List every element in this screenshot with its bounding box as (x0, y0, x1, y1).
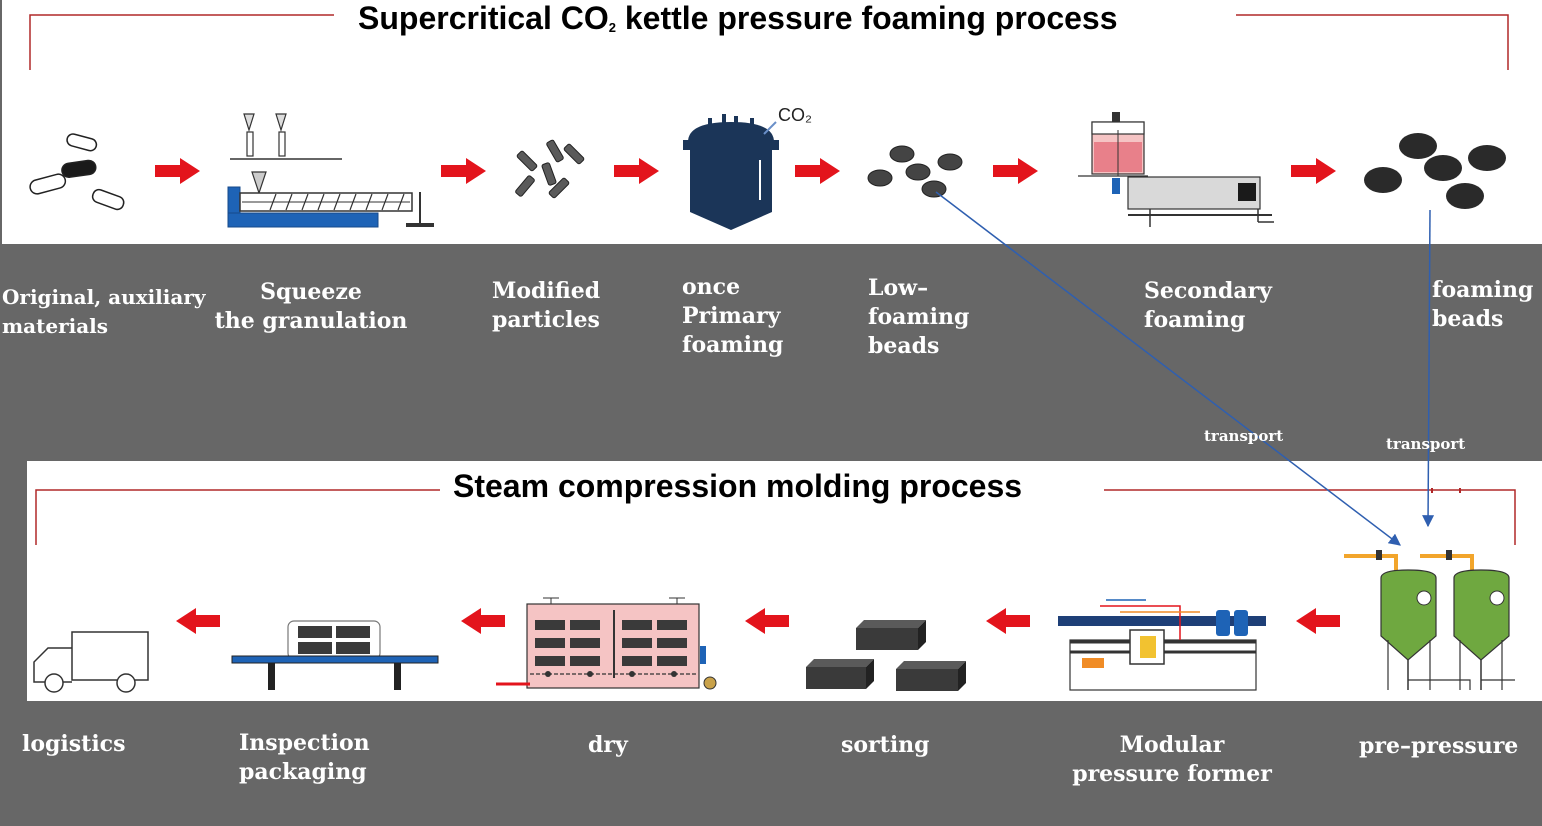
arrow-right-icon (993, 158, 1038, 184)
step-label-low-foaming-beads: Low– foaming beads (868, 275, 970, 359)
foaming-process-title: Supercritical CO2 kettle pressure foamin… (346, 0, 1130, 46)
arrow-left-icon (745, 608, 789, 634)
arrow-right-icon (1291, 158, 1336, 184)
arrow-right-icon (614, 158, 659, 184)
step-label-sorting: sorting (841, 732, 930, 758)
pre-pressure-tanks-icon (1344, 550, 1515, 690)
foaming-beads-icon (1364, 133, 1506, 209)
top-arrows (155, 158, 1336, 184)
transport-label: transport (1204, 427, 1284, 445)
pressure-vessel-icon: CO₂ (683, 105, 812, 230)
sorting-blocks-icon (806, 620, 966, 691)
low-foaming-beads-icon (867, 145, 963, 198)
arrow-left-icon (1296, 608, 1340, 634)
step-label-secondary-foaming: Secondary foaming (1144, 278, 1272, 333)
inspection-table-icon (231, 620, 439, 690)
pressure-former-icon (1058, 599, 1266, 691)
step-label-logistics: logistics (22, 731, 126, 757)
dryer-icon (496, 597, 717, 690)
top-bracket-right (1236, 14, 1509, 70)
secondary-foaming-machine-icon (1078, 112, 1274, 227)
molding-process-title: Steam compression molding process (441, 468, 1035, 504)
bottom-bracket-right (1104, 489, 1516, 545)
arrow-right-icon (155, 158, 200, 184)
step-label-pressure-former: Modular pressure former (1072, 732, 1272, 787)
raw-materials-icon (29, 133, 125, 211)
arrow-left-icon (176, 608, 220, 634)
co2-label: CO₂ (778, 105, 812, 125)
modified-particles-icon (515, 139, 585, 199)
step-label-foaming-beads: foaming beads (1432, 277, 1534, 332)
transport-arrow-foaming-beads (1422, 209, 1435, 528)
step-label-raw-materials: Original, auxiliary materials (2, 285, 206, 338)
arrow-left-icon (461, 608, 505, 634)
arrow-left-icon (986, 608, 1030, 634)
step-label-primary-foaming: once Primary foaming (682, 274, 784, 358)
step-label-granulation: Squeeze the granulation (214, 279, 408, 334)
transport-label: transport (1386, 435, 1466, 453)
truck-icon (33, 631, 149, 693)
step-label-modified-particles: Modified particles (492, 278, 601, 333)
extruder-icon (227, 113, 434, 228)
bottom-bracket (35, 489, 440, 545)
step-label-dry: dry (588, 732, 628, 758)
step-label-pre-pressure: pre–pressure (1359, 733, 1519, 759)
arrow-right-icon (441, 158, 486, 184)
top-bracket (29, 14, 334, 70)
bottom-arrows (176, 608, 1340, 634)
transport-arrow-low-beads (935, 191, 1401, 546)
step-label-inspection-packaging: Inspection packaging (239, 730, 370, 785)
arrow-right-icon (795, 158, 840, 184)
